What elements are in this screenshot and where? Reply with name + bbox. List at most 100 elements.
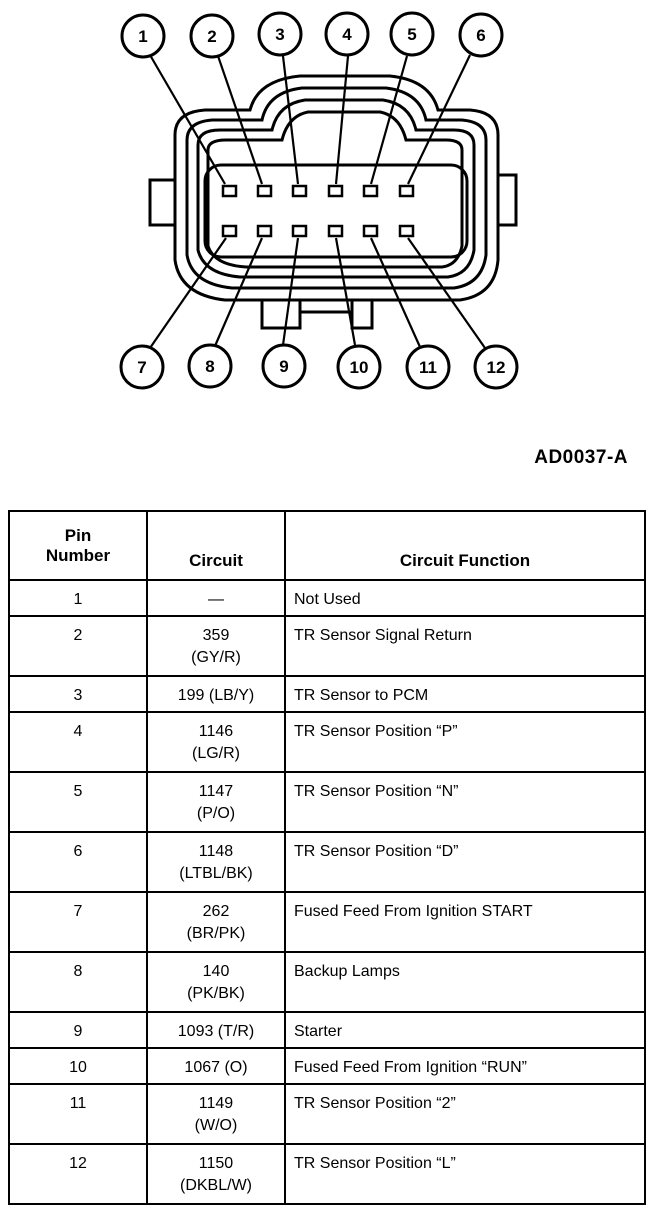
circuit-line: 1147 (198, 783, 234, 800)
table-row: 3 199 (LB/Y) TR Sensor to PCM (8, 675, 646, 713)
circuit-cell: 1148 (LTBL/BK) (146, 831, 286, 893)
pin-number-cell: 6 (8, 831, 148, 893)
pin-number-cell: 8 (8, 951, 148, 1013)
table-row: 4 1146 (LG/R) TR Sensor Position “P” (8, 711, 646, 773)
table-row: 2 359 (GY/R) TR Sensor Signal Return (8, 615, 646, 677)
circuit-line: 1149 (198, 1095, 234, 1112)
terminal-7 (221, 224, 238, 238)
circuit-function-cell: Backup Lamps (284, 951, 646, 1013)
circuit-function-cell: TR Sensor Position “L” (284, 1143, 646, 1205)
connector-diagram: 1 2 3 4 5 6 7 8 9 10 11 12 (119, 11, 519, 390)
circuit-line: 1150 (198, 1155, 234, 1172)
pin-number-cell: 10 (8, 1047, 148, 1085)
callout-5: 5 (407, 25, 416, 44)
callout-labels: 1 2 3 4 5 6 7 8 9 10 11 12 (137, 25, 505, 377)
pin-terminals (221, 184, 415, 238)
callout-8: 8 (205, 357, 214, 376)
header-circuit: Circuit (146, 510, 286, 581)
callout-2: 2 (207, 27, 216, 46)
table-row: 9 1093 (T/R) Starter (8, 1011, 646, 1049)
circuit-function-cell: Fused Feed From Ignition “RUN” (284, 1047, 646, 1085)
pin-number-cell: 5 (8, 771, 148, 833)
terminal-3 (291, 184, 308, 198)
callout-7: 7 (137, 358, 146, 377)
table-row: 5 1147 (P/O) TR Sensor Position “N” (8, 771, 646, 833)
circuit-line: 359 (202, 627, 230, 644)
circuit-line: 1093 (T/R) (177, 1023, 255, 1040)
terminal-8 (256, 224, 273, 238)
callout-11: 11 (419, 358, 437, 377)
circuit-function-cell: Not Used (284, 579, 646, 617)
circuit-function-cell: TR Sensor Position “P” (284, 711, 646, 773)
figure-id: AD0037-A (534, 447, 628, 468)
circuit-line: 1067 (O) (184, 1059, 248, 1076)
callout-circles (119, 11, 519, 390)
table-row: 11 1149 (W/O) TR Sensor Position “2” (8, 1083, 646, 1145)
terminal-5 (362, 184, 379, 198)
terminal-12 (398, 224, 415, 238)
table-row: 7 262 (BR/PK) Fused Feed From Ignition STAR… (8, 891, 646, 953)
callout-12: 12 (487, 358, 506, 377)
circuit-line: (DKBL/W) (180, 1177, 252, 1194)
terminal-4 (327, 184, 344, 198)
circuit-cell: 1149 (W/O) (146, 1083, 286, 1145)
callout-6: 6 (476, 26, 485, 45)
circuit-line: — (208, 591, 224, 608)
circuit-cell: 140(PK/BK) (146, 951, 286, 1013)
terminal-6 (398, 184, 415, 198)
circuit-function-cell: TR Sensor Position “N” (284, 771, 646, 833)
circuit-function-cell: TR Sensor Position “2” (284, 1083, 646, 1145)
table-row: 6 1148 (LTBL/BK) TR Sensor Position “D” (8, 831, 646, 893)
circuit-function-cell: Fused Feed From Ignition START (284, 891, 646, 953)
circuit-line: (W/O) (194, 1117, 238, 1134)
table-row: 10 1067 (O) Fused Feed From Ignition “RUN” (8, 1047, 646, 1085)
callout-4: 4 (342, 25, 352, 44)
circuit-line: 262 (202, 903, 230, 920)
terminal-11 (362, 224, 379, 238)
header-circuit-function: Circuit Function (284, 510, 646, 581)
table-header-row: Pin Number Circuit Circuit Function (8, 510, 646, 581)
circuit-cell: 359 (GY/R) (146, 615, 286, 677)
circuit-function-cell: Starter (284, 1011, 646, 1049)
terminal-2 (256, 184, 273, 198)
circuit-line: 1146 (198, 723, 234, 740)
pin-number-cell: 3 (8, 675, 148, 713)
circuit-cell: — (146, 579, 286, 617)
circuit-line: (LTBL/BK) (179, 865, 253, 882)
pin-number-cell: 12 (8, 1143, 148, 1205)
callout-9: 9 (279, 357, 288, 376)
callout-10: 10 (350, 358, 369, 377)
pin-number-cell: 2 (8, 615, 148, 677)
circuit-line: 1148 (198, 843, 234, 860)
terminal-9 (291, 224, 308, 238)
circuit-cell: 1093 (T/R) (146, 1011, 286, 1049)
table-row: 12 1150 (DKBL/W) TR Sensor Position “L” (8, 1143, 646, 1205)
circuit-line: (PK/BK) (187, 985, 245, 1002)
circuit-cell: 1146 (LG/R) (146, 711, 286, 773)
circuit-function-cell: TR Sensor to PCM (284, 675, 646, 713)
connector-housing (148, 74, 518, 330)
terminal-1 (221, 184, 238, 198)
circuit-function-cell: TR Sensor Signal Return (284, 615, 646, 677)
pin-number-cell: 4 (8, 711, 148, 773)
circuit-line: (P/O) (196, 805, 236, 822)
circuit-line: (BR/PK) (186, 925, 246, 942)
terminal-10 (327, 224, 344, 238)
circuit-line: (GY/R) (191, 649, 241, 666)
circuit-cell: 262 (BR/PK) (146, 891, 286, 953)
pin-number-cell: 9 (8, 1011, 148, 1049)
circuit-cell: 1147 (P/O) (146, 771, 286, 833)
circuit-line: 199 (LB/Y) (177, 687, 255, 704)
circuit-cell: 1150 (DKBL/W) (146, 1143, 286, 1205)
circuit-function-cell: TR Sensor Position “D” (284, 831, 646, 893)
pin-number-cell: 11 (8, 1083, 148, 1145)
callout-1: 1 (138, 27, 147, 46)
pin-number-cell: 1 (8, 579, 148, 617)
circuit-line: (LG/R) (192, 745, 240, 762)
header-pin-number: Pin Number (8, 510, 148, 581)
pin-table: Pin Number Circuit Circuit Function 1 — No… (8, 510, 646, 1205)
pin-number-cell: 7 (8, 891, 148, 953)
callout-3: 3 (275, 25, 284, 44)
